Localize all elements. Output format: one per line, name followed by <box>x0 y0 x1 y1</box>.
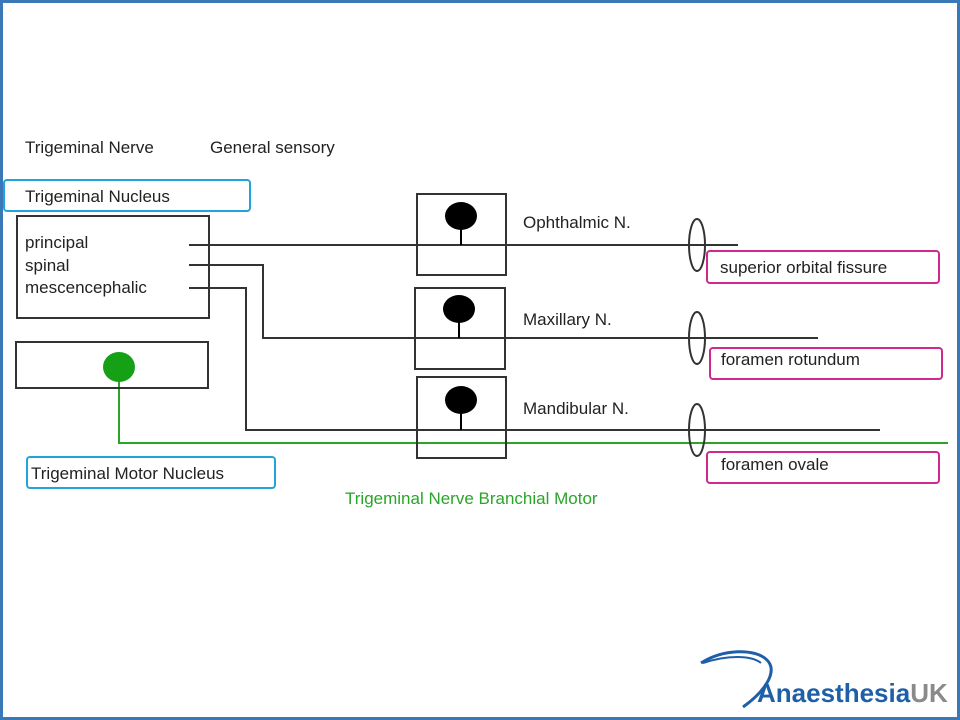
nucleus-mescencephalic: mescencephalic <box>25 278 147 297</box>
neuron-icon-mandibular <box>445 386 477 430</box>
branchial-motor-label: Trigeminal Nerve Branchial Motor <box>345 489 598 508</box>
motor-nucleus-box <box>15 341 209 389</box>
foramen-rotundum: foramen rotundum <box>721 350 860 369</box>
logo-text-anaesthesia: Anaesthesia <box>757 678 911 708</box>
ganglion-box-ophthalmic <box>416 193 507 276</box>
foramen-ring-1 <box>688 218 706 272</box>
ganglion-box-mandibular <box>416 376 507 459</box>
modality-label: General sensory <box>210 138 335 157</box>
sensory-nucleus-title-box: Trigeminal Nucleus <box>3 179 251 212</box>
foramen-ring-2 <box>688 311 706 365</box>
branch-maxillary: Maxillary N. <box>523 310 612 329</box>
nucleus-spinal: spinal <box>25 256 70 275</box>
foramen-box-2: foramen rotundum <box>709 347 943 380</box>
mescencephalic-line <box>189 287 880 431</box>
sensory-nucleus-box <box>16 215 210 319</box>
ganglion-box-maxillary <box>414 287 506 370</box>
logo-text-uk: UK <box>910 678 948 708</box>
neuron-icon-ophthalmic <box>445 202 477 245</box>
logo-swoosh-icon <box>700 650 773 709</box>
spinal-line <box>189 264 818 339</box>
foramen-box-1: superior orbital fissure <box>706 250 940 284</box>
neuron-icon-maxillary <box>443 295 475 338</box>
logo: AnaesthesiaUK <box>757 678 948 709</box>
foramen-box-3: foramen ovale <box>706 451 940 484</box>
motor-line <box>118 368 948 444</box>
foramen-superior-orbital-fissure: superior orbital fissure <box>720 258 888 277</box>
branch-ophthalmic: Ophthalmic N. <box>523 213 631 232</box>
motor-nucleus-title-box: Trigeminal Motor Nucleus <box>26 456 276 489</box>
sensory-nucleus-title: Trigeminal Nucleus <box>25 187 170 206</box>
nerve-lines <box>103 202 948 457</box>
foramen-ring-3 <box>688 403 706 457</box>
motor-nucleus-dot <box>103 352 135 382</box>
nucleus-principal: principal <box>25 233 89 252</box>
branch-mandibular: Mandibular N. <box>523 399 629 418</box>
nerve-title: Trigeminal Nerve <box>25 138 154 157</box>
motor-nucleus-title: Trigeminal Motor Nucleus <box>31 464 225 483</box>
foramen-ovale: foramen ovale <box>721 455 829 474</box>
